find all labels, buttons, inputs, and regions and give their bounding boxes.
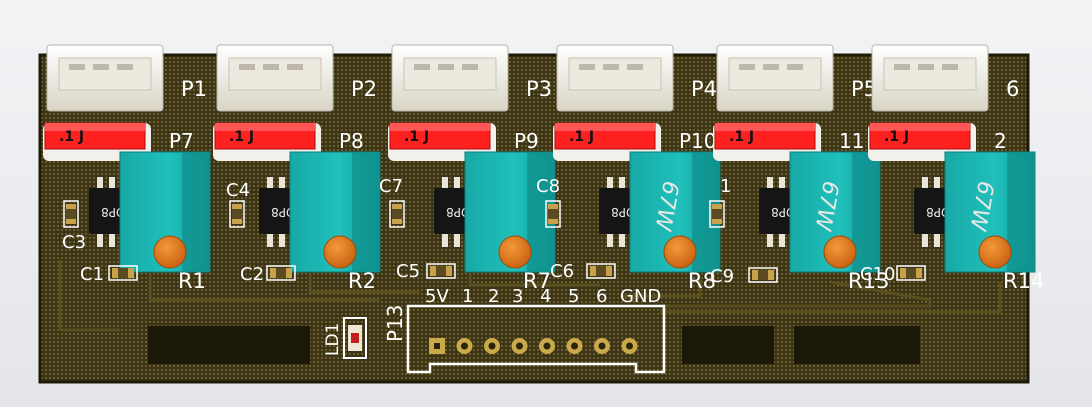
label-ld1: LD1 — [323, 323, 343, 356]
label-c1: C1 — [80, 264, 104, 285]
pcb-traces — [58, 260, 1002, 332]
capacitor-marking: .1 J — [729, 129, 754, 145]
smd-capacitor — [545, 200, 561, 228]
capacitor-label: P8 — [339, 129, 364, 153]
smd-capacitor — [896, 265, 926, 281]
jst-connector — [871, 44, 989, 112]
led-ld1 — [343, 317, 367, 359]
label-c4: C4 — [226, 180, 250, 201]
pad-area-mid — [682, 326, 774, 364]
pad-area-left — [148, 326, 310, 364]
label-c5: C5 — [396, 261, 420, 282]
jst-connector — [716, 44, 834, 112]
connector-label: P2 — [351, 77, 377, 101]
pot-label: R8 — [688, 269, 716, 293]
header-pin-label: 5V — [425, 286, 449, 307]
pad-area-right — [794, 326, 920, 364]
smd-capacitor — [586, 263, 616, 279]
header-pin-label: 3 — [512, 286, 523, 307]
header-pin-label: 4 — [540, 286, 551, 307]
trimmer-potentiometer — [789, 151, 881, 273]
capacitor-marking: .1 J — [884, 129, 909, 145]
connector-label: 6 — [1006, 77, 1019, 101]
pot-label: R7 — [523, 269, 551, 293]
trimmer-potentiometer — [119, 151, 211, 273]
capacitor-marking: .1 J — [569, 129, 594, 145]
label-p13: P13 — [383, 304, 407, 342]
film-capacitor — [553, 122, 661, 161]
capacitor-marking: .1 J — [404, 129, 429, 145]
capacitor-label: P10 — [679, 129, 717, 153]
label-c10: C10 — [860, 264, 895, 285]
header-pin-label: 2 — [488, 286, 499, 307]
capacitor-label: 11 — [839, 129, 864, 153]
smd-capacitor — [63, 200, 79, 228]
connector-label: P4 — [691, 77, 717, 101]
label-c7: C7 — [379, 176, 403, 197]
smd-capacitor — [748, 267, 778, 283]
jst-connector — [391, 44, 509, 112]
jst-connector — [556, 44, 674, 112]
capacitor-label: 2 — [994, 129, 1007, 153]
pot-label: R2 — [348, 269, 376, 293]
header-pin-label: 6 — [596, 286, 607, 307]
label-c8: C8 — [536, 176, 560, 197]
header-pin-label: 1 — [462, 286, 473, 307]
label-one: 1 — [720, 176, 731, 197]
trimmer-potentiometer — [464, 151, 556, 273]
label-c9: C9 — [710, 266, 734, 287]
label-c3: C3 — [62, 232, 86, 253]
trimmer-potentiometer — [289, 151, 381, 273]
connector-label: P3 — [526, 77, 552, 101]
capacitor-label: P9 — [514, 129, 539, 153]
smd-capacitor — [108, 265, 138, 281]
smd-capacitor — [229, 200, 245, 228]
connector-label: P1 — [181, 77, 207, 101]
trimmer-potentiometer — [944, 151, 1036, 273]
jst-connector — [46, 44, 164, 112]
smd-capacitor — [266, 265, 296, 281]
pin-header-p13 — [406, 304, 666, 374]
smd-capacitor — [709, 200, 725, 228]
header-pin-label: GND — [620, 286, 661, 307]
smd-capacitor — [426, 263, 456, 279]
trimmer-potentiometer — [629, 151, 721, 273]
header-pin-label: 5 — [568, 286, 579, 307]
smd-capacitor — [389, 200, 405, 228]
pot-label: R13 — [848, 269, 889, 293]
label-c6: C6 — [550, 261, 574, 282]
pot-label: R14 — [1003, 269, 1044, 293]
capacitor-label: P7 — [169, 129, 194, 153]
label-c2: C2 — [240, 264, 264, 285]
capacitor-marking: .1 J — [59, 129, 84, 145]
capacitor-marking: .1 J — [229, 129, 254, 145]
pot-label: R1 — [178, 269, 206, 293]
jst-connector — [216, 44, 334, 112]
